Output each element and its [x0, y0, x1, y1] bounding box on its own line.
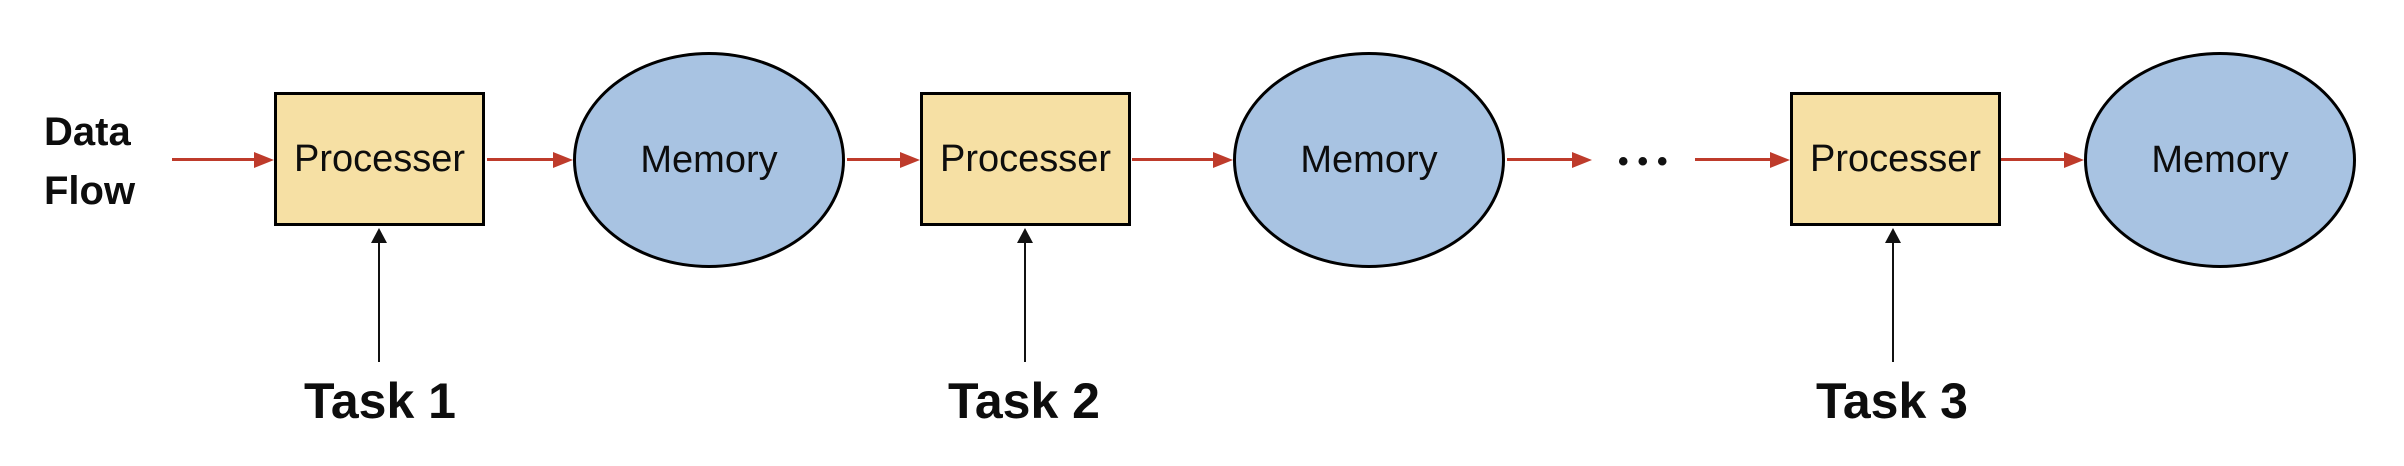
memory-ellipse-3: Memory: [2084, 52, 2356, 268]
task-arrow-3-head-icon: [1885, 228, 1901, 243]
flow-arrow-2-head-icon: [553, 152, 573, 168]
flow-arrow-4-line: [1132, 158, 1213, 161]
flow-arrow-5-head-icon: [1572, 152, 1592, 168]
task-arrow-2-line: [1024, 242, 1026, 362]
data-flow-label-line2: Flow: [44, 169, 136, 213]
task-label-1: Task 1: [304, 373, 456, 429]
flow-arrow-1-head-icon: [254, 152, 274, 168]
ellipsis-dots: •••: [1618, 145, 1677, 178]
flow-arrow-2-line: [487, 158, 553, 161]
flow-arrow-6-line: [1695, 158, 1770, 161]
flow-arrow-4-head-icon: [1213, 152, 1233, 168]
task-label-3: Task 3: [1816, 373, 1968, 429]
task-arrow-2-head-icon: [1017, 228, 1033, 243]
flow-arrow-6-head-icon: [1770, 152, 1790, 168]
flow-arrow-3-head-icon: [900, 152, 920, 168]
processor-label-1: Processer: [293, 137, 466, 180]
data-flow-label: Data Flow: [44, 103, 135, 221]
task-arrow-1-line: [378, 242, 380, 362]
processor-box-3: Processer: [1790, 92, 2001, 226]
flow-arrow-3-line: [847, 158, 900, 161]
processor-label-3: Processer: [1809, 137, 1982, 180]
memory-ellipse-1: Memory: [573, 52, 845, 268]
flow-arrow-1-line: [172, 158, 254, 161]
memory-label-1: Memory: [640, 138, 778, 181]
flow-arrow-5-line: [1507, 158, 1572, 161]
task-arrow-3-line: [1892, 242, 1894, 362]
task-label-2: Task 2: [948, 373, 1100, 429]
memory-label-3: Memory: [2151, 138, 2289, 181]
data-flow-label-line1: Data: [44, 110, 131, 154]
processor-label-2: Processer: [939, 137, 1112, 180]
flow-arrow-7-head-icon: [2064, 152, 2084, 168]
memory-label-2: Memory: [1300, 138, 1438, 181]
flow-arrow-7-line: [2000, 158, 2064, 161]
processor-box-2: Processer: [920, 92, 1131, 226]
task-arrow-1-head-icon: [371, 228, 387, 243]
processor-box-1: Processer: [274, 92, 485, 226]
memory-ellipse-2: Memory: [1233, 52, 1505, 268]
